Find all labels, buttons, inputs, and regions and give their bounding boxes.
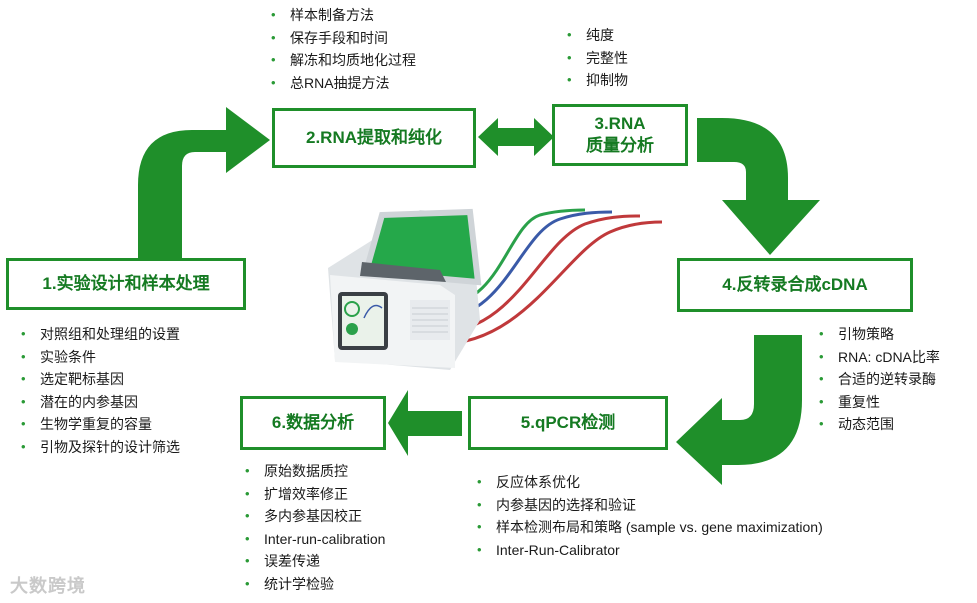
list-item: 纯度 bbox=[566, 24, 628, 47]
step4-bullets: 引物策略 RNA: cDNA比率 合适的逆转录酶 重复性 动态范围 bbox=[818, 323, 940, 436]
step5-bullets: 反应体系优化 内参基因的选择和验证 样本检测布局和策略 (sample vs. … bbox=[476, 471, 823, 561]
list-item: 实验条件 bbox=[20, 346, 180, 369]
step5-label: 5.qPCR检测 bbox=[520, 413, 616, 432]
list-item: 解冻和均质地化过程 bbox=[270, 49, 416, 72]
step3-bullets: 纯度 完整性 抑制物 bbox=[566, 24, 628, 92]
list-item: 多内参基因校正 bbox=[244, 505, 385, 528]
step2-box: 2.RNA提取和纯化 bbox=[272, 108, 476, 168]
list-item: 原始数据质控 bbox=[244, 460, 385, 483]
list-item: 保存手段和时间 bbox=[270, 27, 416, 50]
list-item: 完整性 bbox=[566, 47, 628, 70]
watermark: 大数跨境 bbox=[10, 576, 86, 596]
list-item: RNA: cDNA比率 bbox=[818, 346, 940, 369]
step2-bullets: 样本制备方法 保存手段和时间 解冻和均质地化过程 总RNA抽提方法 bbox=[270, 4, 416, 94]
step1-box: 1.实验设计和样本处理 bbox=[6, 258, 246, 310]
step2-label: 2.RNA提取和纯化 bbox=[305, 128, 442, 147]
step4-label: 4.反转录合成cDNA bbox=[722, 275, 868, 294]
list-item: 动态范围 bbox=[818, 413, 940, 436]
list-item: Inter-Run-Calibrator bbox=[476, 539, 823, 562]
list-item: 内参基因的选择和验证 bbox=[476, 494, 823, 517]
step6-label: 6.数据分析 bbox=[271, 413, 355, 432]
step3-box: 3.RNA 质量分析 bbox=[552, 104, 688, 166]
qpcr-machine-illustration bbox=[328, 208, 482, 370]
arrow-4-to-5 bbox=[676, 335, 802, 485]
arrow-3-to-4 bbox=[697, 118, 820, 255]
list-item: 潜在的内参基因 bbox=[20, 391, 180, 414]
list-item: 扩增效率修正 bbox=[244, 483, 385, 506]
step1-bullets: 对照组和处理组的设置 实验条件 选定靶标基因 潜在的内参基因 生物学重复的容量 … bbox=[20, 323, 180, 458]
list-item: 反应体系优化 bbox=[476, 471, 823, 494]
step5-box: 5.qPCR检测 bbox=[468, 396, 668, 450]
list-item: 总RNA抽提方法 bbox=[270, 72, 416, 95]
arrow-1-to-2 bbox=[138, 107, 270, 258]
list-item: 误差传递 bbox=[244, 550, 385, 573]
step1-label: 1.实验设计和样本处理 bbox=[42, 274, 210, 293]
list-item: 引物策略 bbox=[818, 323, 940, 346]
step3-label-line1: 3.RNA bbox=[594, 114, 646, 133]
list-item: 选定靶标基因 bbox=[20, 368, 180, 391]
list-item: 引物及探针的设计筛选 bbox=[20, 436, 180, 459]
list-item: 样本制备方法 bbox=[270, 4, 416, 27]
list-item: 对照组和处理组的设置 bbox=[20, 323, 180, 346]
arrow-5-to-6 bbox=[388, 390, 462, 456]
step3-label-line2: 质量分析 bbox=[586, 136, 654, 155]
step6-bullets: 原始数据质控 扩增效率修正 多内参基因校正 Inter-run-calibrat… bbox=[244, 460, 385, 595]
list-item: 抑制物 bbox=[566, 69, 628, 92]
list-item: Inter-run-calibration bbox=[244, 528, 385, 551]
list-item: 统计学检验 bbox=[244, 573, 385, 596]
step4-box: 4.反转录合成cDNA bbox=[677, 258, 913, 312]
list-item: 重复性 bbox=[818, 391, 940, 414]
list-item: 合适的逆转录酶 bbox=[818, 368, 940, 391]
list-item: 样本检测布局和策略 (sample vs. gene maximization) bbox=[476, 516, 823, 539]
arrow-2-3-double bbox=[478, 118, 554, 156]
list-item: 生物学重复的容量 bbox=[20, 413, 180, 436]
step6-box: 6.数据分析 bbox=[240, 396, 386, 450]
